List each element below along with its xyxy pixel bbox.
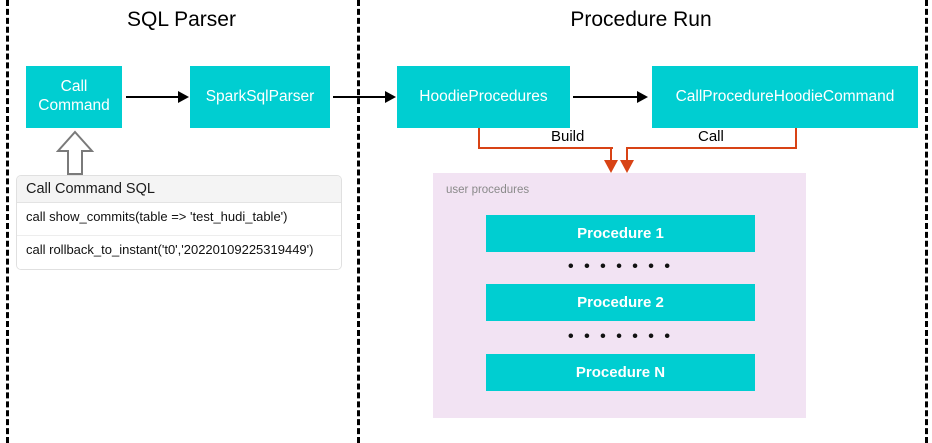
arrow-callcommand-to-sparksqlparser-line: [126, 96, 178, 98]
arrow-hoodieprocedures-to-callprocedure-head: [637, 91, 648, 103]
node-call-procedure-hoodie-command[interactable]: CallProcedureHoodieCommand: [652, 66, 918, 128]
sql-table-row-1: call show_commits(table => 'test_hudi_ta…: [17, 203, 341, 236]
call-connector-arrowhead: [620, 160, 634, 173]
divider-left: [6, 0, 9, 443]
call-connector-vertical-down: [626, 147, 628, 161]
up-arrow-icon: [55, 130, 95, 175]
divider-middle: [357, 0, 360, 443]
node-hoodie-procedures[interactable]: HoodieProcedures: [397, 66, 570, 128]
node-call-command-line2: Command: [38, 97, 110, 114]
procedure-box-1[interactable]: Procedure 1: [486, 215, 755, 252]
arrow-sparksqlparser-to-hoodieprocedures-head: [385, 91, 396, 103]
call-connector-horizontal: [626, 147, 797, 149]
ellipsis-2: • • • • • • •: [568, 328, 673, 345]
edge-label-call: Call: [694, 128, 728, 145]
sql-table-row-2: call rollback_to_instant('t0','202201092…: [17, 236, 341, 269]
node-call-command-line1: Call: [60, 78, 88, 96]
user-procedures-caption: user procedures: [446, 184, 530, 196]
node-call-command[interactable]: Call Command: [26, 66, 122, 128]
node-spark-sql-parser[interactable]: SparkSqlParser: [190, 66, 330, 128]
divider-right: [925, 0, 928, 443]
procedure-box-2[interactable]: Procedure 2: [486, 284, 755, 321]
build-connector-vertical-left: [478, 128, 480, 149]
sql-table-header: Call Command SQL: [17, 176, 341, 203]
build-connector-vertical-down: [610, 147, 612, 161]
section-title-procedure-run: Procedure Run: [570, 8, 712, 31]
arrow-callcommand-to-sparksqlparser-head: [178, 91, 189, 103]
section-title-sql-parser: SQL Parser: [127, 8, 236, 31]
call-command-sql-table: Call Command SQL call show_commits(table…: [16, 175, 342, 270]
edge-label-build: Build: [547, 128, 589, 145]
call-connector-vertical-right: [795, 128, 797, 149]
arrow-hoodieprocedures-to-callprocedure-line: [573, 96, 637, 98]
procedure-box-n[interactable]: Procedure N: [486, 354, 755, 391]
build-connector-horizontal: [478, 147, 613, 149]
up-arrow-sql-to-callcommand: [55, 130, 95, 181]
build-connector-arrowhead: [604, 160, 618, 173]
ellipsis-1: • • • • • • •: [568, 258, 673, 275]
arrow-sparksqlparser-to-hoodieprocedures-line: [333, 96, 385, 98]
